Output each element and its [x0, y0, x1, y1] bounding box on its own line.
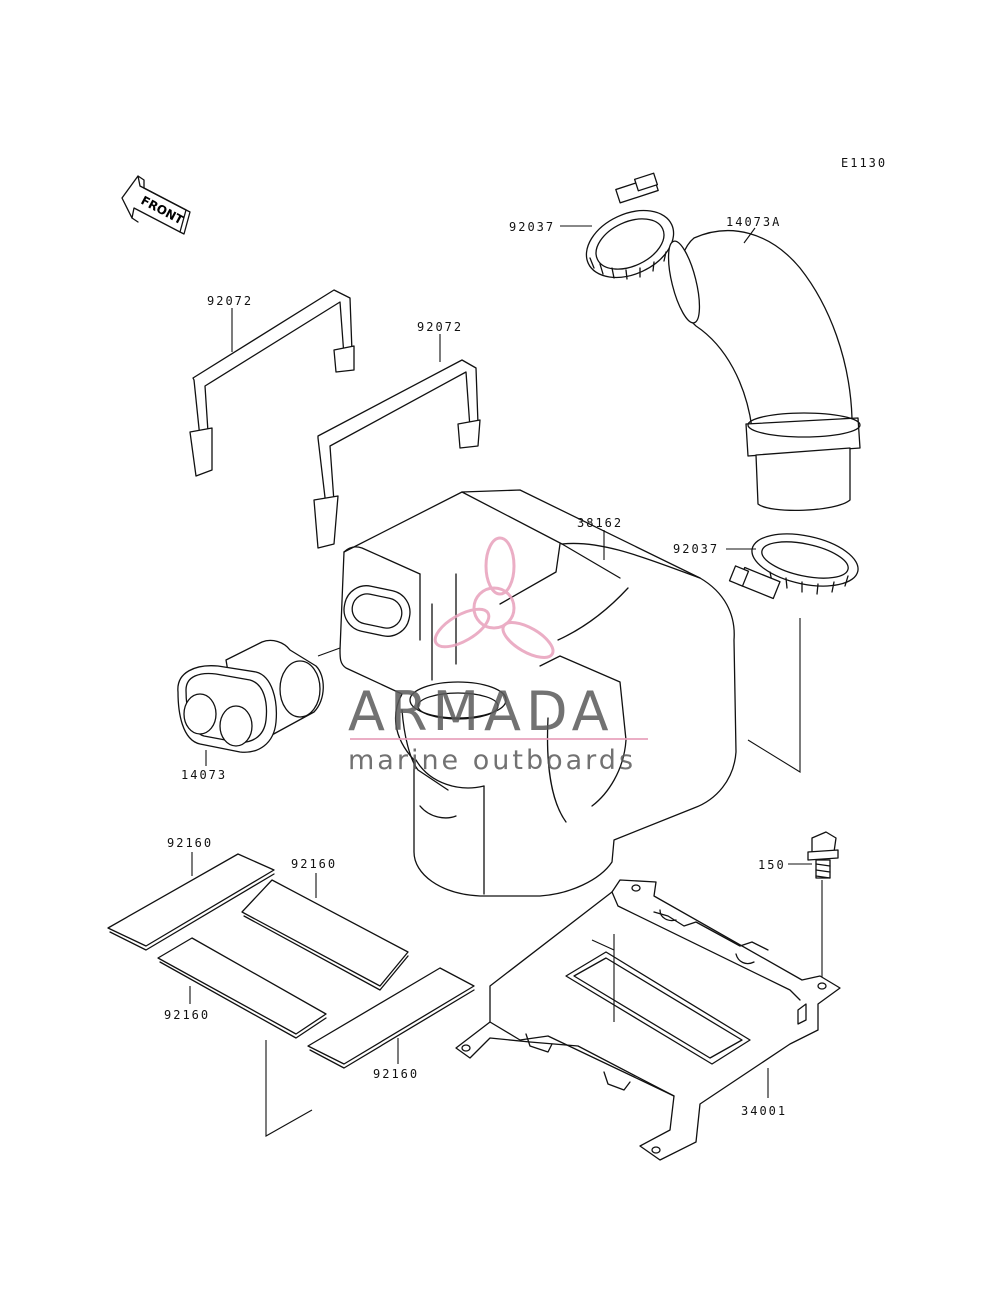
air-box-case [339, 489, 737, 897]
label-pad-top-right: 92160 [291, 857, 337, 871]
armada-logo: ARMADA marine outboards [348, 536, 648, 776]
label-pad-bottom-left: 92160 [164, 1008, 210, 1022]
diagram-code: E1130 [841, 156, 887, 170]
strap-left [189, 289, 355, 477]
label-duct: 14073 [181, 768, 227, 782]
label-clamp-right: 92037 [673, 542, 719, 556]
brand-tagline: marine outboards [348, 745, 636, 776]
label-hose-elbow: 14073A [726, 215, 781, 229]
pad-top-right [241, 873, 409, 991]
label-bolt: 150 [758, 858, 786, 872]
pad-bottom-left [157, 937, 327, 1137]
front-arrow-icon: FRONT [121, 175, 191, 235]
label-strap-left: 92072 [207, 294, 253, 308]
label-pad-bottom-right: 92160 [373, 1067, 419, 1081]
label-strap-center: 92072 [417, 320, 463, 334]
label-bracket: 34001 [741, 1104, 787, 1118]
elbow-hose [667, 227, 861, 512]
label-clamp-top: 92037 [509, 220, 555, 234]
brand-name: ARMADA [348, 680, 614, 743]
hose-clamp-right [726, 533, 859, 773]
pad-top-left [107, 852, 275, 951]
label-case: 38162 [577, 516, 623, 530]
label-pad-top-left: 92160 [167, 836, 213, 850]
pad-bottom-right [307, 967, 475, 1069]
bracket [455, 879, 841, 1161]
strap-center [313, 334, 481, 549]
bolt [788, 831, 839, 990]
intake-duct [177, 639, 341, 766]
hose-clamp-top [560, 172, 675, 280]
